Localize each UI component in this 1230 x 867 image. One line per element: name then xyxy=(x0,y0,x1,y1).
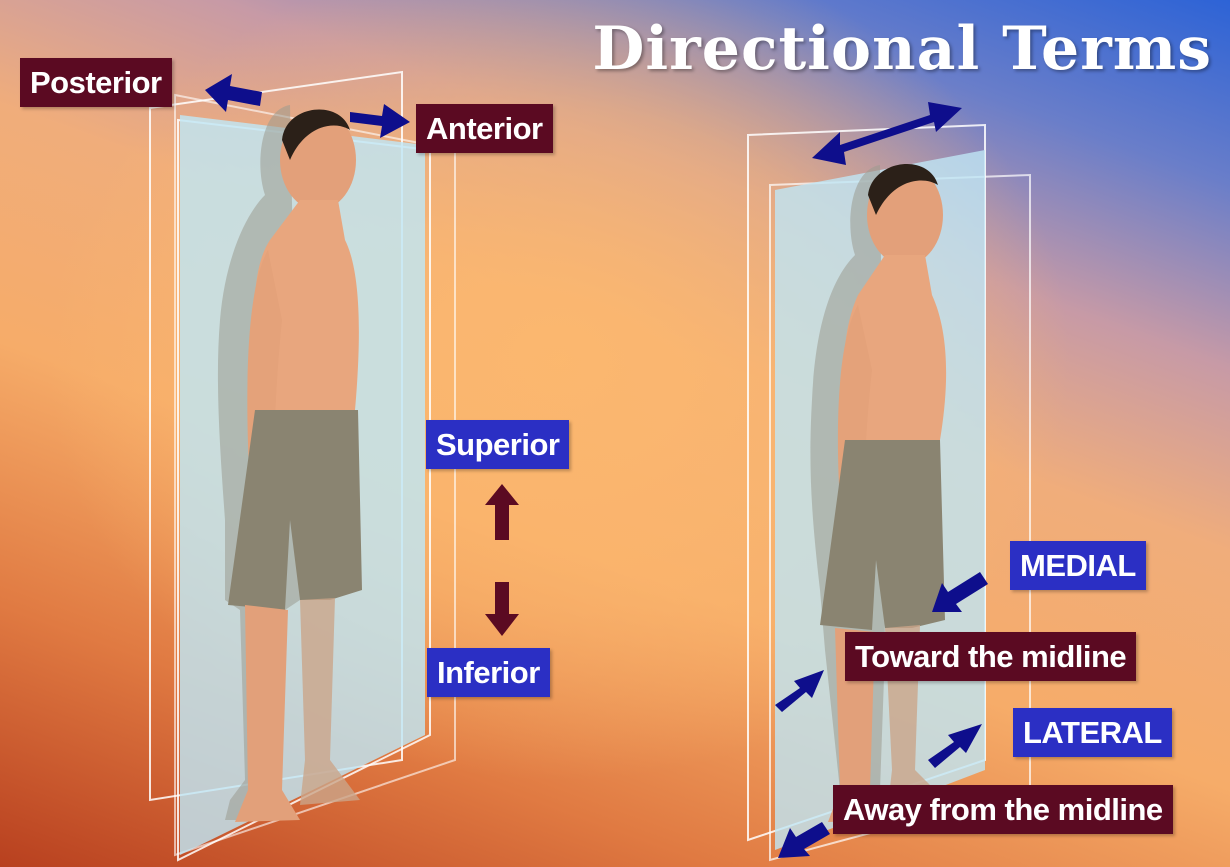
inferior-label: Inferior xyxy=(427,648,550,697)
toward-midline-label: Toward the midline xyxy=(845,632,1136,681)
inferior-arrow xyxy=(485,582,519,636)
superior-label: Superior xyxy=(426,420,569,469)
slide-title: Directional Terms xyxy=(592,14,1212,84)
medial-label: MEDIAL xyxy=(1010,541,1146,590)
posterior-label: Posterior xyxy=(20,58,172,107)
double-arrow-top xyxy=(812,102,962,165)
away-midline-label: Away from the midline xyxy=(833,785,1173,834)
lateral-label: LATERAL xyxy=(1013,708,1172,757)
anterior-label: Anterior xyxy=(416,104,553,153)
superior-arrow xyxy=(485,484,519,540)
